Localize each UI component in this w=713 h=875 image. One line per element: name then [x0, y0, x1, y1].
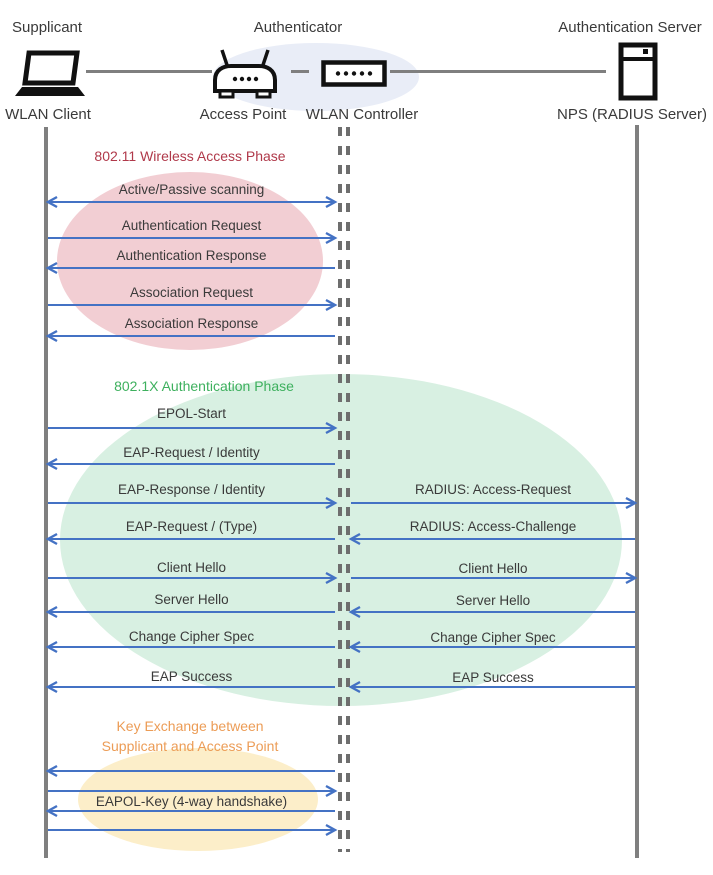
message-label: Change Cipher Spec — [128, 629, 255, 644]
wlan-controller-icon — [321, 60, 387, 87]
message-arrow — [45, 764, 335, 778]
message-arrow — [48, 421, 338, 435]
server-icon — [618, 42, 658, 101]
message-arrow — [348, 640, 635, 654]
phase-title-key-exchange: Key Exchange between Supplicant and Acce… — [102, 716, 279, 756]
message-label: Association Request — [129, 285, 254, 300]
message-label: Client Hello — [156, 560, 227, 575]
message-label: Server Hello — [154, 592, 229, 607]
message-arrow — [45, 640, 335, 654]
message-arrow — [48, 496, 338, 510]
message-label: Server Hello — [455, 593, 531, 608]
phase-title-dot1x-authentication: 802.1X Authentication Phase — [114, 378, 294, 394]
message-arrow — [48, 571, 338, 585]
message-label: EAPOL-Key (4-way handshake) — [95, 794, 288, 809]
device-access-point: Access Point — [199, 106, 287, 123]
lifeline-wlan-controller-left — [338, 127, 342, 852]
phase-title-key-exchange-line2: Supplicant and Access Point — [101, 738, 279, 754]
message-label: Association Response — [124, 316, 259, 331]
message-label: Change Cipher Spec — [430, 630, 556, 645]
message-arrow — [348, 605, 635, 619]
connector-ap-controller — [291, 70, 309, 73]
device-wlan-client: WLAN Client — [5, 106, 91, 123]
device-wlan-controller: WLAN Controller — [305, 106, 419, 123]
lifeline-nps-server — [635, 125, 639, 858]
message-label: EAP-Request / (Type) — [125, 519, 258, 534]
role-supplicant: Supplicant — [12, 19, 83, 36]
message-arrow — [48, 298, 338, 312]
message-arrow — [45, 680, 335, 694]
message-arrow — [45, 261, 335, 275]
access-point-icon — [213, 49, 277, 99]
phase-title-key-exchange-line1: Key Exchange between — [116, 718, 264, 734]
message-arrow — [351, 571, 638, 585]
message-label: EAP-Request / Identity — [123, 445, 260, 460]
laptop-icon — [15, 50, 85, 96]
message-label: Authentication Request — [121, 218, 262, 233]
message-arrow — [45, 605, 335, 619]
message-arrow — [45, 532, 335, 546]
message-label: EAP-Response / Identity — [117, 482, 266, 497]
message-label: EAP Success — [150, 669, 233, 684]
device-nps-radius-server: NPS (RADIUS Server) — [556, 106, 708, 123]
role-authenticator: Authenticator — [253, 19, 343, 36]
message-label: Authentication Response — [116, 248, 267, 263]
message-arrow — [348, 532, 635, 546]
message-arrow — [45, 195, 338, 209]
message-arrow — [48, 784, 338, 798]
message-arrow — [45, 329, 335, 343]
message-label: RADIUS: Access-Request — [414, 482, 572, 497]
lifeline-wlan-client — [44, 127, 48, 858]
message-arrow — [48, 231, 338, 245]
phase-title-wireless-access: 802.11 Wireless Access Phase — [94, 148, 286, 164]
message-arrow — [351, 496, 638, 510]
message-label: EAP Success — [452, 670, 534, 685]
message-arrow — [45, 804, 335, 818]
message-label: Active/Passive scanning — [118, 182, 265, 197]
connector-client-ap — [86, 70, 212, 73]
message-label: Client Hello — [458, 561, 528, 576]
key-exchange-phase-ellipse — [78, 748, 318, 851]
message-arrow — [348, 680, 635, 694]
lifeline-wlan-controller-right — [346, 127, 350, 852]
message-arrow — [48, 823, 338, 837]
message-arrow — [45, 457, 335, 471]
role-authentication-server: Authentication Server — [558, 19, 702, 36]
message-label: EPOL-Start — [156, 406, 227, 421]
message-label: RADIUS: Access-Challenge — [409, 519, 577, 534]
connector-controller-server — [390, 70, 606, 73]
